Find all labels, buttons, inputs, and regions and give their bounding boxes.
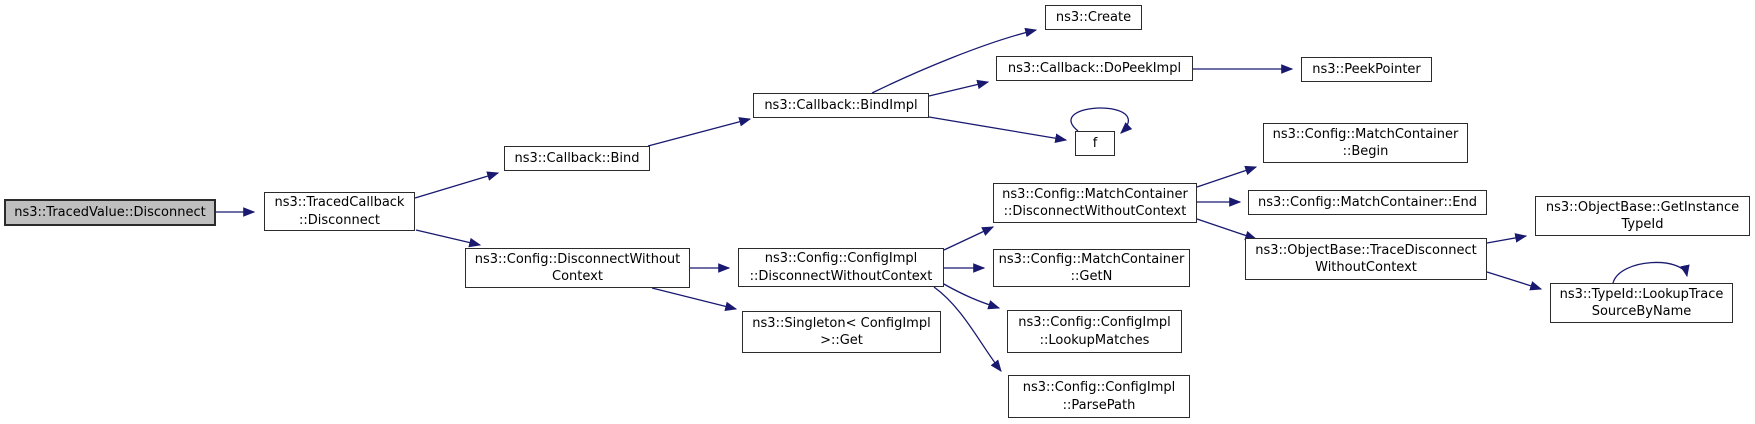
node-ns3-tracedvalue-disconnect: ns3::TracedValue::Disconnect bbox=[4, 199, 216, 226]
edge-configimpl-disconnect-to-lookupmatches bbox=[941, 282, 1001, 310]
edge-lookuptracesource-self-loop bbox=[1612, 261, 1690, 284]
edge-bindimpl-to-f bbox=[928, 116, 1068, 143]
edge-tracedisconnect-to-lookuptracesource bbox=[1486, 271, 1543, 291]
node-ns3-objectbase-getinstancetypeid[interactable]: ns3::ObjectBase::GetInstance TypeId bbox=[1535, 196, 1750, 236]
node-ns3-tracedcallback-disconnect[interactable]: ns3::TracedCallback ::Disconnect bbox=[264, 192, 415, 231]
node-ns3-config-configimpl-disconnectwithoutcontext[interactable]: ns3::Config::ConfigImpl ::DisconnectWith… bbox=[738, 248, 944, 287]
node-f[interactable]: f bbox=[1075, 131, 1115, 156]
node-ns3-typeid-lookuptracesourcebyname[interactable]: ns3::TypeId::LookupTrace SourceByName bbox=[1550, 283, 1733, 323]
node-ns3-callback-bind[interactable]: ns3::Callback::Bind bbox=[504, 146, 650, 171]
node-ns3-callback-bindimpl[interactable]: ns3::Callback::BindImpl bbox=[753, 93, 929, 118]
edge-matchcontainer-disconnect-to-begin bbox=[1196, 165, 1258, 188]
node-ns3-config-configimpl-parsepath[interactable]: ns3::Config::ConfigImpl ::ParsePath bbox=[1008, 375, 1190, 418]
node-ns3-config-matchcontainer-end[interactable]: ns3::Config::MatchContainer::End bbox=[1248, 190, 1487, 215]
node-ns3-config-configimpl-lookupmatches[interactable]: ns3::Config::ConfigImpl ::LookupMatches bbox=[1007, 310, 1182, 353]
node-ns3-create[interactable]: ns3::Create bbox=[1045, 5, 1142, 30]
node-ns3-config-matchcontainer-getn[interactable]: ns3::Config::MatchContainer ::GetN bbox=[993, 249, 1190, 287]
edge-config-disconnect-to-singleton-get bbox=[651, 287, 738, 312]
node-ns3-objectbase-tracedisconnectwithoutcontext[interactable]: ns3::ObjectBase::TraceDisconnect Without… bbox=[1245, 238, 1487, 280]
edge-tracedisconnect-to-getinstancetypeid bbox=[1486, 233, 1528, 244]
edge-f-self-loop bbox=[1070, 107, 1133, 134]
edge-matchcontainer-disconnect-to-tracedisconnect bbox=[1196, 218, 1258, 241]
node-ns3-singleton-configimpl-get[interactable]: ns3::Singleton< ConfigImpl >::Get bbox=[742, 311, 941, 353]
node-ns3-config-matchcontainer-disconnectwithoutcontext[interactable]: ns3::Config::MatchContainer ::Disconnect… bbox=[993, 183, 1197, 223]
edge-tracedcallback-to-config-disconnect bbox=[415, 229, 482, 248]
node-ns3-config-disconnectwithoutcontext[interactable]: ns3::Config::DisconnectWithout Context bbox=[465, 248, 690, 288]
edge-configimpl-disconnect-to-matchcontainer-disconnect bbox=[943, 226, 995, 251]
edge-tracedcallback-to-bind bbox=[414, 171, 500, 199]
edge-bind-to-bindimpl bbox=[647, 117, 752, 147]
edge-configimpl-disconnect-to-parsepath bbox=[933, 286, 1002, 372]
edge-bindimpl-to-dopeekimpl bbox=[928, 79, 990, 97]
node-ns3-config-matchcontainer-begin[interactable]: ns3::Config::MatchContainer ::Begin bbox=[1263, 123, 1468, 163]
node-ns3-callback-dopeekimpl[interactable]: ns3::Callback::DoPeekImpl bbox=[996, 56, 1193, 81]
node-ns3-peekpointer[interactable]: ns3::PeekPointer bbox=[1301, 57, 1432, 82]
